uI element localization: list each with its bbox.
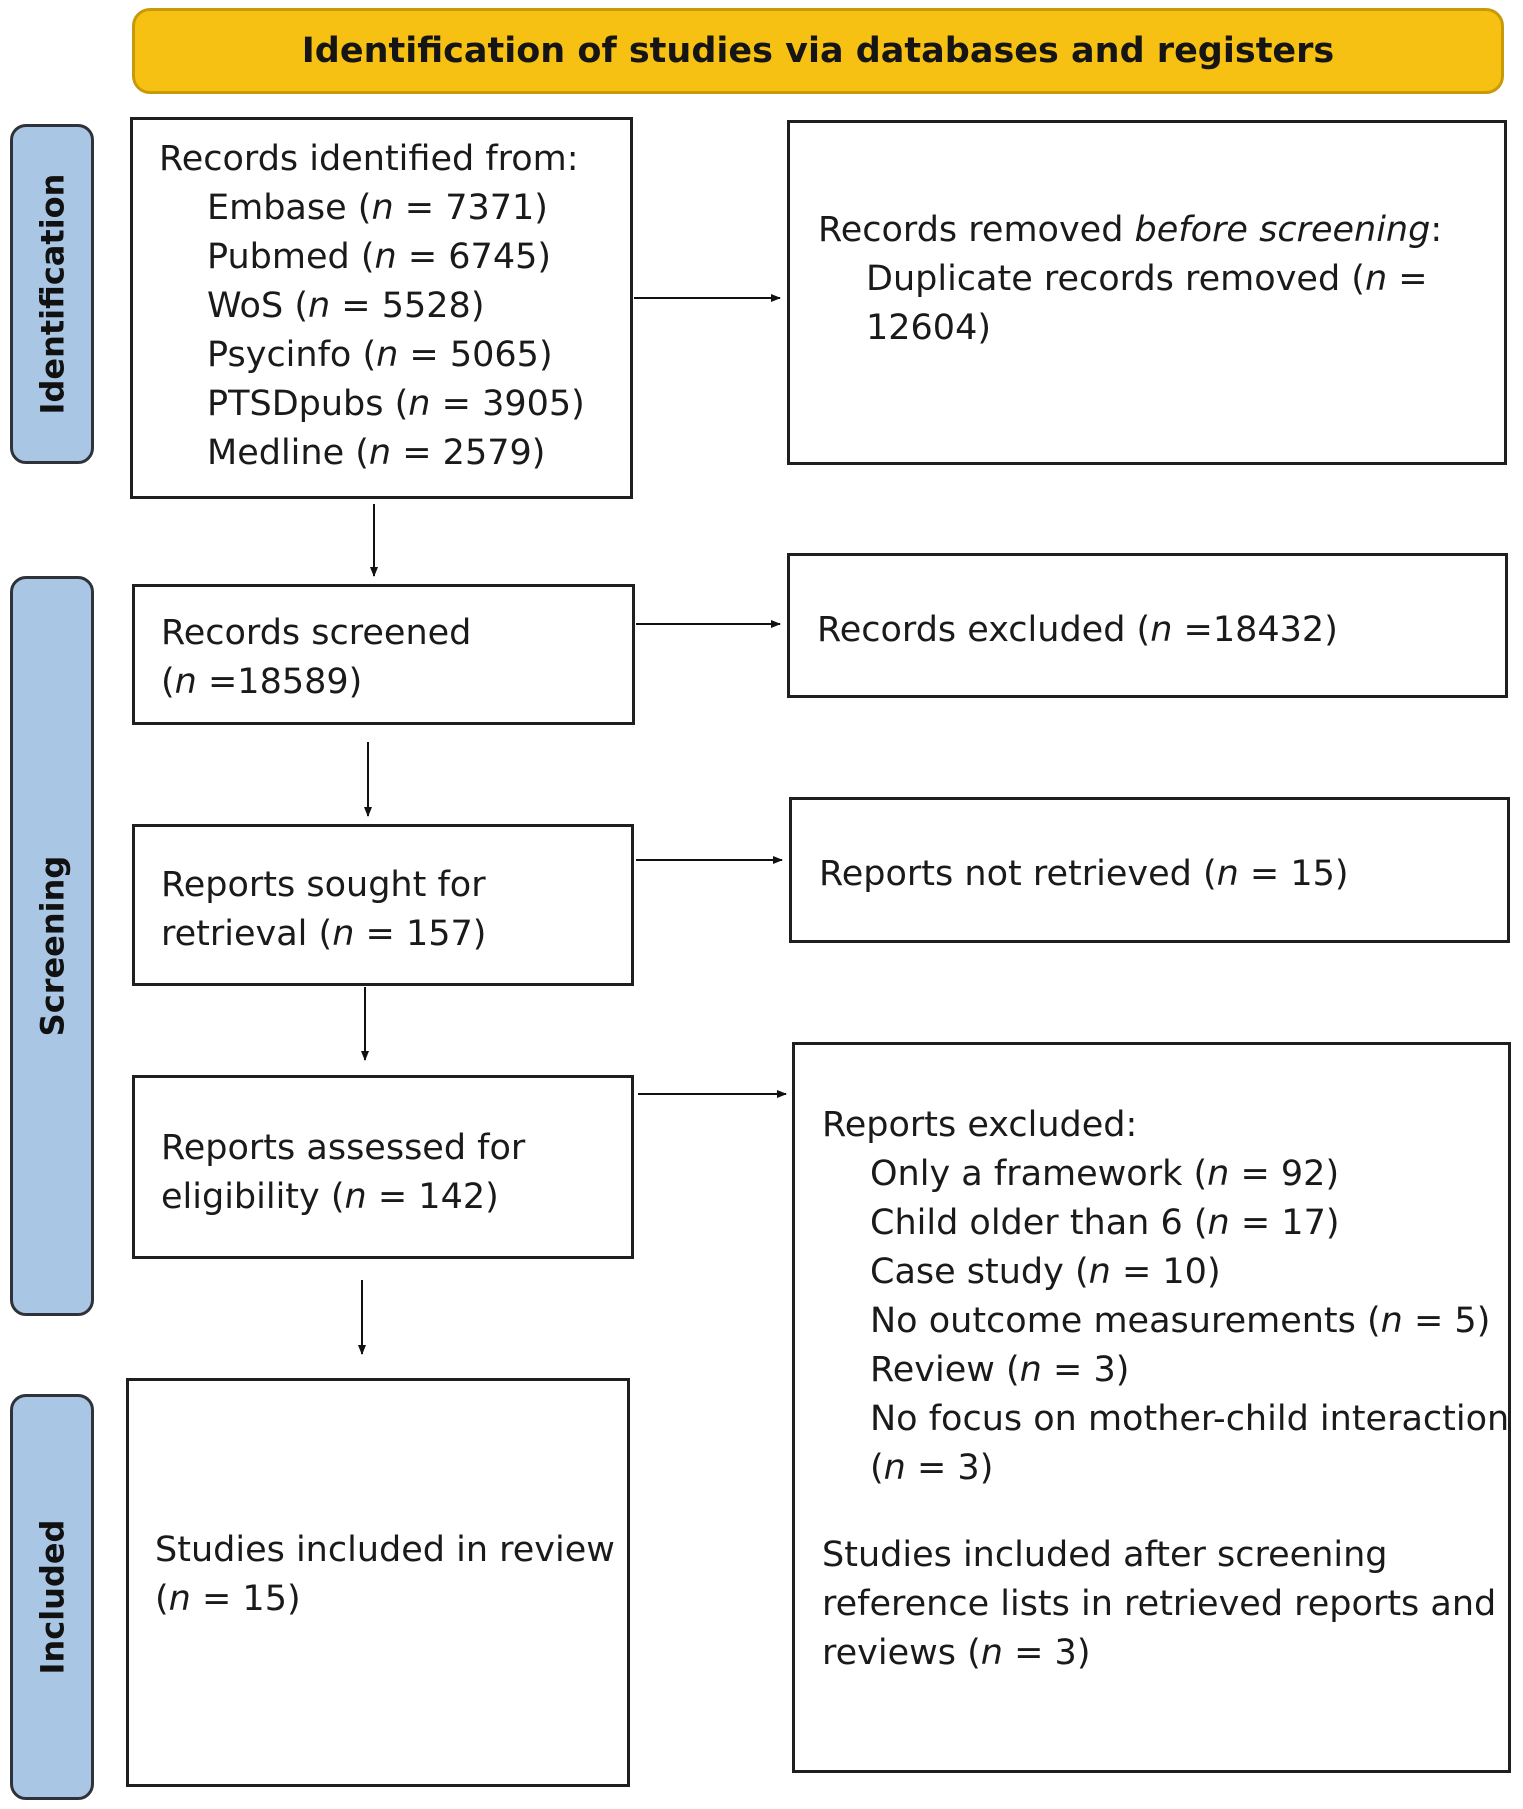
records-removed-box: Records removed before screening: Duplic… [787, 120, 1507, 465]
source-item: PTSDpubs (n = 3905) [207, 384, 585, 424]
records-removed-title: Records removed before screening: [818, 210, 1443, 250]
exclusion-reason: Only a framework (n = 92) [870, 1154, 1340, 1194]
duplicates-count: 12604) [866, 308, 991, 348]
reports-not-retrieved-box: Reports not retrieved (n = 15) [789, 797, 1510, 943]
records-identified-box: Records identified from: Embase (n = 737… [130, 117, 633, 499]
records-excluded-label: Records excluded (n =18432) [817, 610, 1338, 650]
reports-sought-count: retrieval (n = 157) [161, 914, 487, 954]
records-identified-title: Records identified from: [159, 139, 579, 179]
source-item: Psycinfo (n = 5065) [207, 335, 553, 375]
reports-not-retrieved-label: Reports not retrieved (n = 15) [819, 854, 1349, 894]
after-screening-line3: reviews (n = 3) [822, 1633, 1091, 1673]
studies-included-count: (n = 15) [155, 1579, 301, 1619]
exclusion-reason-last-count: (n = 3) [870, 1448, 994, 1488]
studies-included-label: Studies included in review [155, 1530, 615, 1570]
reports-assessed-box: Reports assessed for eligibility (n = 14… [132, 1075, 634, 1259]
records-excluded-box: Records excluded (n =18432) [787, 553, 1508, 698]
reports-assessed-label: Reports assessed for [161, 1128, 526, 1168]
exclusion-reason: Child older than 6 (n = 17) [870, 1203, 1340, 1243]
exclusion-reason: Case study (n = 10) [870, 1252, 1221, 1292]
source-item: WoS (n = 5528) [207, 286, 485, 326]
source-item: Medline (n = 2579) [207, 433, 546, 473]
records-screened-label: Records screened [161, 613, 472, 653]
exclusion-reason: Review (n = 3) [870, 1350, 1130, 1390]
duplicates-line: Duplicate records removed (n = [866, 259, 1428, 299]
reports-assessed-count: eligibility (n = 142) [161, 1177, 499, 1217]
after-screening-line2: reference lists in retrieved reports and [822, 1584, 1497, 1624]
studies-included-box: Studies included in review (n = 15) [126, 1378, 630, 1787]
exclusion-reason-last: No focus on mother-child interaction [870, 1399, 1510, 1439]
reports-sought-box: Reports sought for retrieval (n = 157) [132, 824, 634, 986]
reports-sought-label: Reports sought for [161, 865, 486, 905]
records-screened-box: Records screened (n =18589) [132, 584, 635, 725]
phase-screening: Screening [10, 576, 94, 1316]
source-item: Embase (n = 7371) [207, 188, 548, 228]
phase-included: Included [10, 1394, 94, 1800]
records-screened-count: (n =18589) [161, 662, 363, 702]
phase-identification: Identification [10, 124, 94, 464]
exclusion-reason: No outcome measurements (n = 5) [870, 1301, 1491, 1341]
reports-excluded-title: Reports excluded: [822, 1105, 1138, 1145]
after-screening-line1: Studies included after screening [822, 1535, 1388, 1575]
banner-title: Identification of studies via databases … [301, 31, 1335, 71]
source-item: Pubmed (n = 6745) [207, 237, 552, 277]
reports-excluded-box: Reports excluded: Only a framework (n = … [792, 1042, 1511, 1773]
banner: Identification of studies via databases … [132, 8, 1504, 94]
